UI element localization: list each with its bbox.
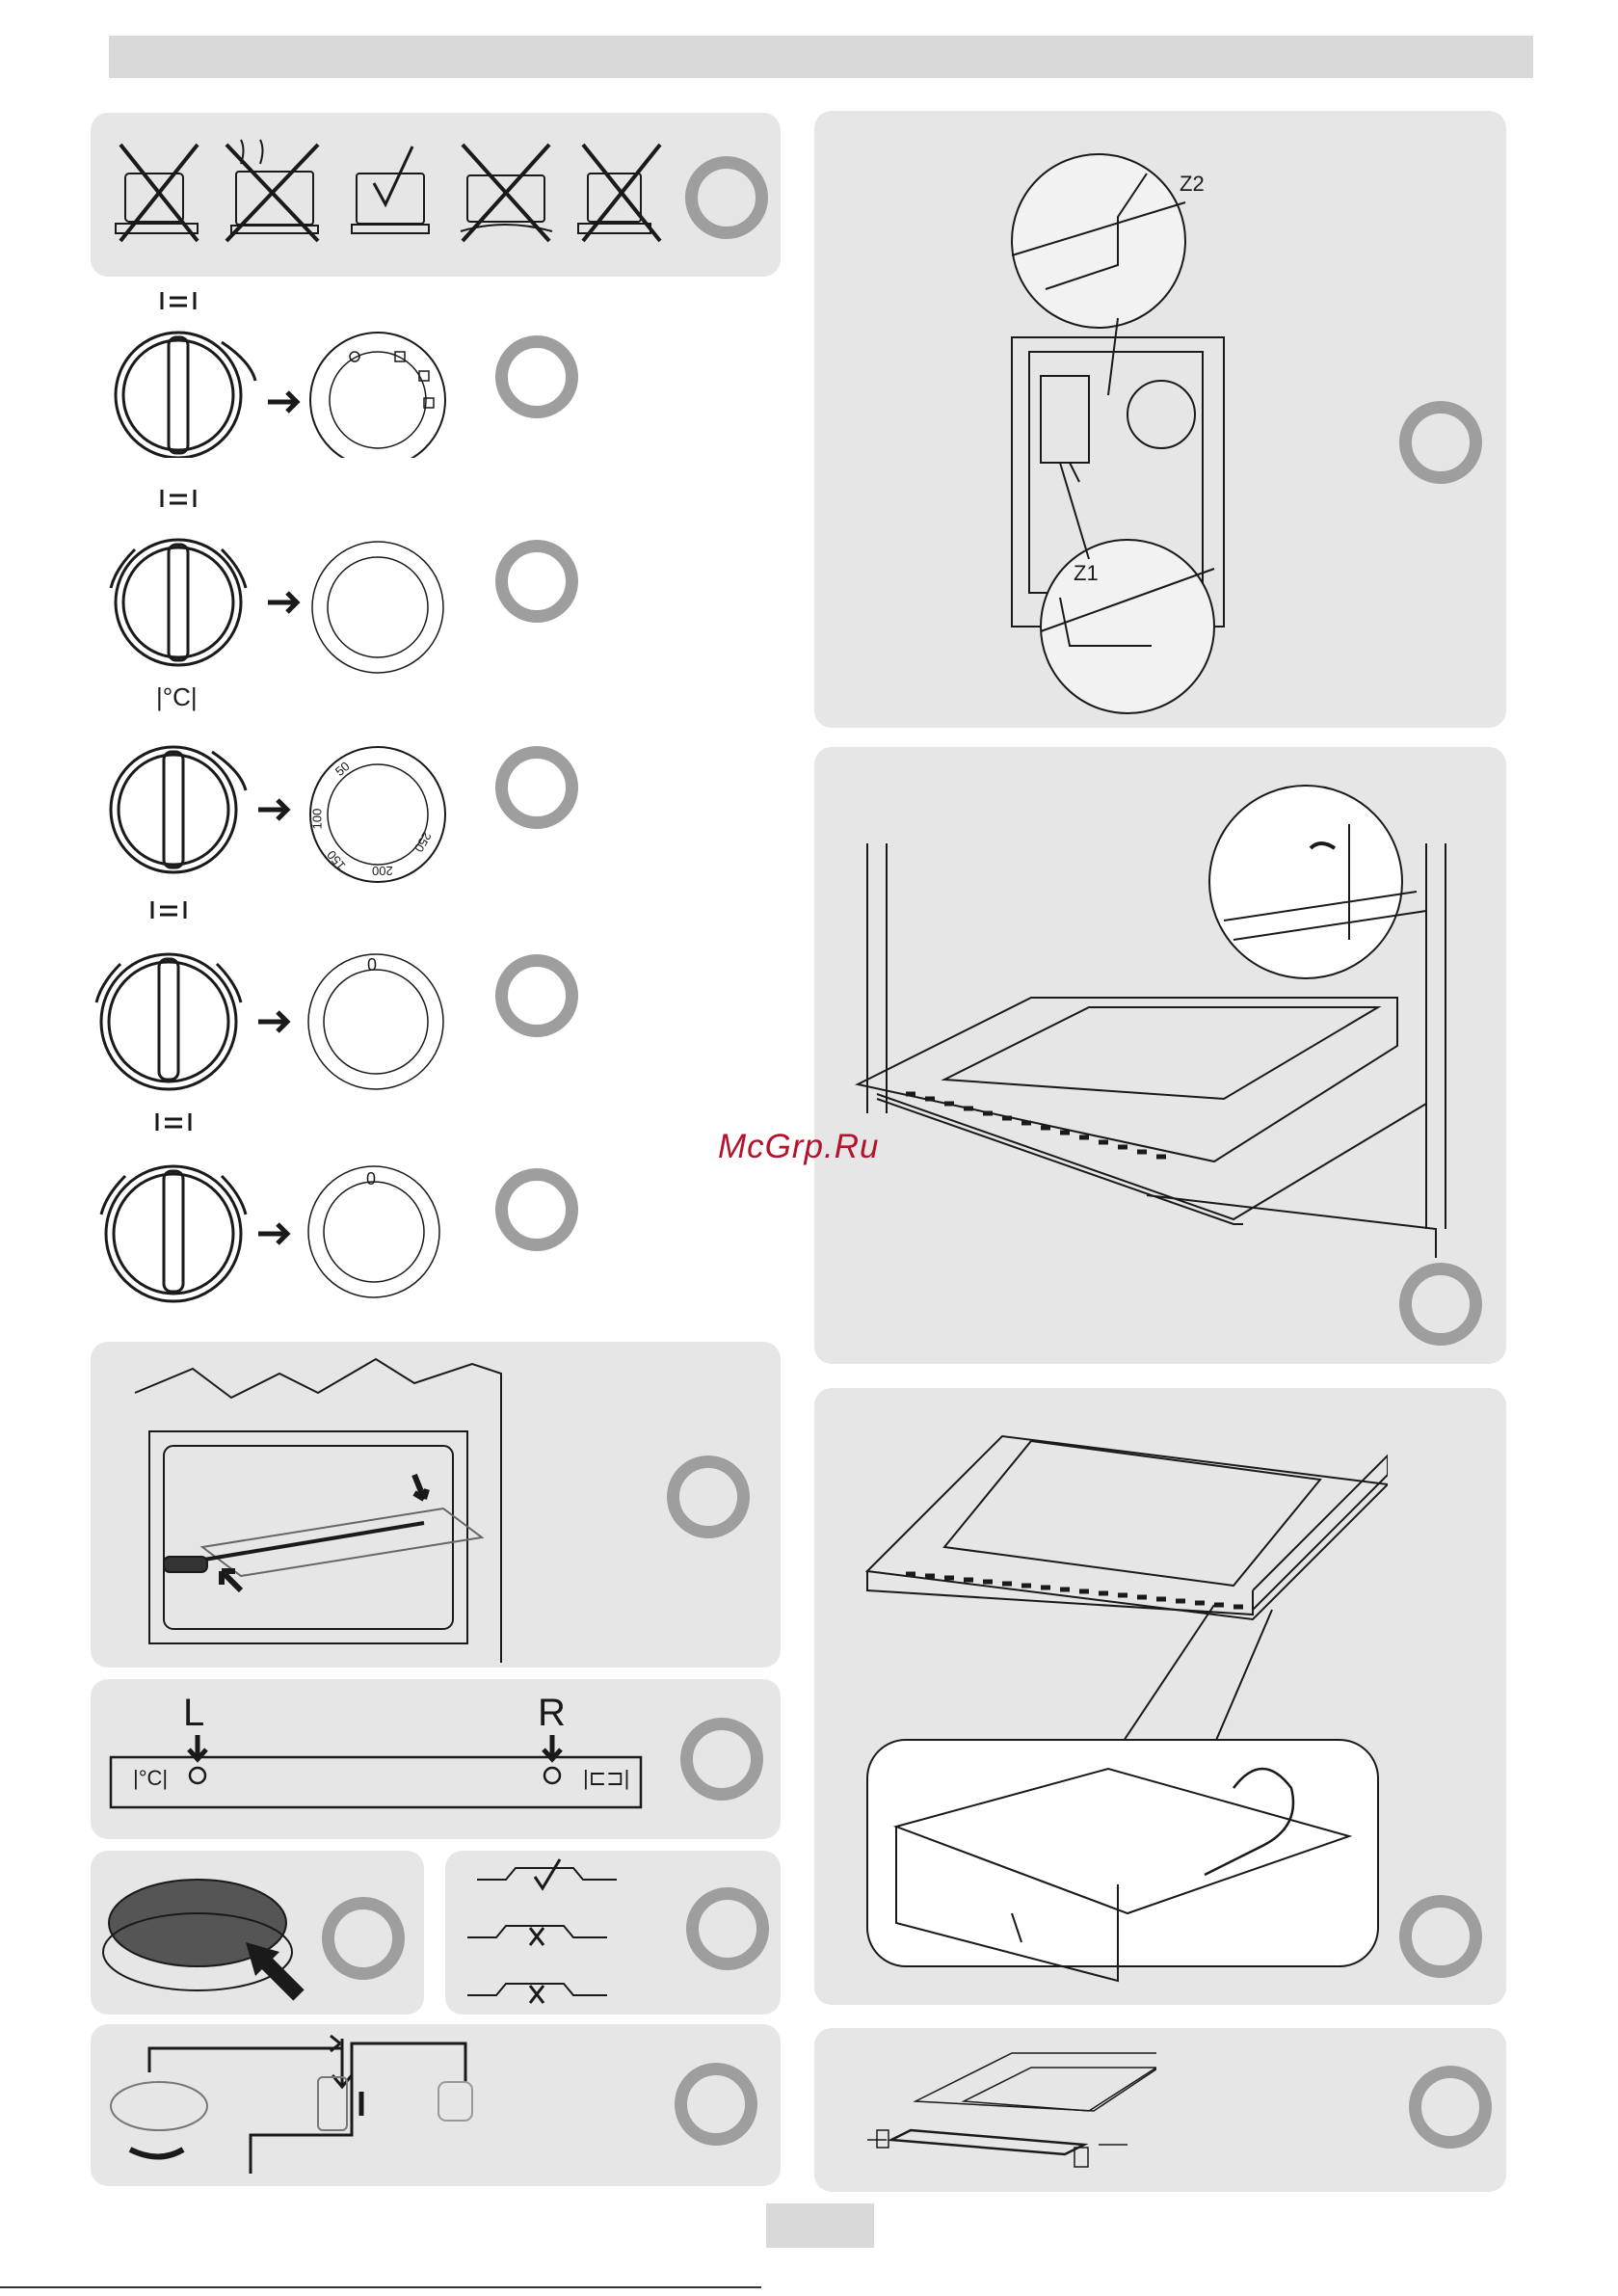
- knob-row-2: [96, 482, 453, 675]
- knob-row-1: [106, 284, 453, 458]
- control-panel-left-symbol: |°C|: [133, 1766, 168, 1791]
- side-rack-illustration: [1002, 145, 1339, 723]
- knob-row-5: [87, 1108, 453, 1311]
- step-marker-2: [495, 335, 578, 418]
- side-rack-label-z2: Z2: [1180, 172, 1205, 197]
- knob-row-3: [96, 713, 453, 896]
- door-removal-illustration: [848, 766, 1465, 1258]
- burner-illustration: [101, 1865, 318, 2010]
- selector-5-zero: 0: [366, 1169, 376, 1189]
- step-marker-12: [1399, 401, 1482, 484]
- footer-rule: [0, 2286, 761, 2288]
- control-panel-outline: [106, 1725, 646, 1822]
- step-marker-13: [1399, 1263, 1482, 1346]
- step-marker-7: [667, 1455, 750, 1538]
- step-marker-10: [686, 1887, 769, 1970]
- control-panel-right-symbol: |⊏⊐|: [583, 1766, 629, 1791]
- step-marker-5: [495, 954, 578, 1037]
- thermo-tick-200: 200: [372, 864, 393, 878]
- watermark-text: McGrp.Ru: [718, 1128, 911, 1176]
- cookware-illustration: [106, 135, 675, 260]
- step-marker-9: [322, 1897, 405, 1980]
- door-assembly-illustration: [848, 2034, 1156, 2188]
- step-marker-1: [685, 156, 768, 239]
- step-marker-15: [1409, 2066, 1492, 2149]
- rotisserie-illustration: [125, 1354, 511, 1663]
- step-marker-3: [495, 540, 578, 623]
- header-band: [109, 36, 1533, 78]
- side-rack-label-z1: Z1: [1074, 561, 1099, 586]
- step-marker-14: [1399, 1895, 1482, 1978]
- burner-cap-illustration: [458, 1855, 650, 2010]
- step-marker-11: [675, 2063, 757, 2146]
- thermostat-symbol: |°C|: [156, 682, 198, 712]
- lamp-illustration: [101, 2029, 487, 2183]
- selector-4-zero: 0: [367, 955, 377, 975]
- page-number-box: [766, 2203, 874, 2248]
- knob-row-4: [87, 896, 453, 1099]
- step-marker-4: [495, 746, 578, 829]
- step-marker-6: [495, 1168, 578, 1251]
- step-marker-8: [680, 1718, 763, 1801]
- thermo-tick-100: 100: [309, 809, 324, 830]
- door-glass-illustration: [848, 1402, 1388, 1990]
